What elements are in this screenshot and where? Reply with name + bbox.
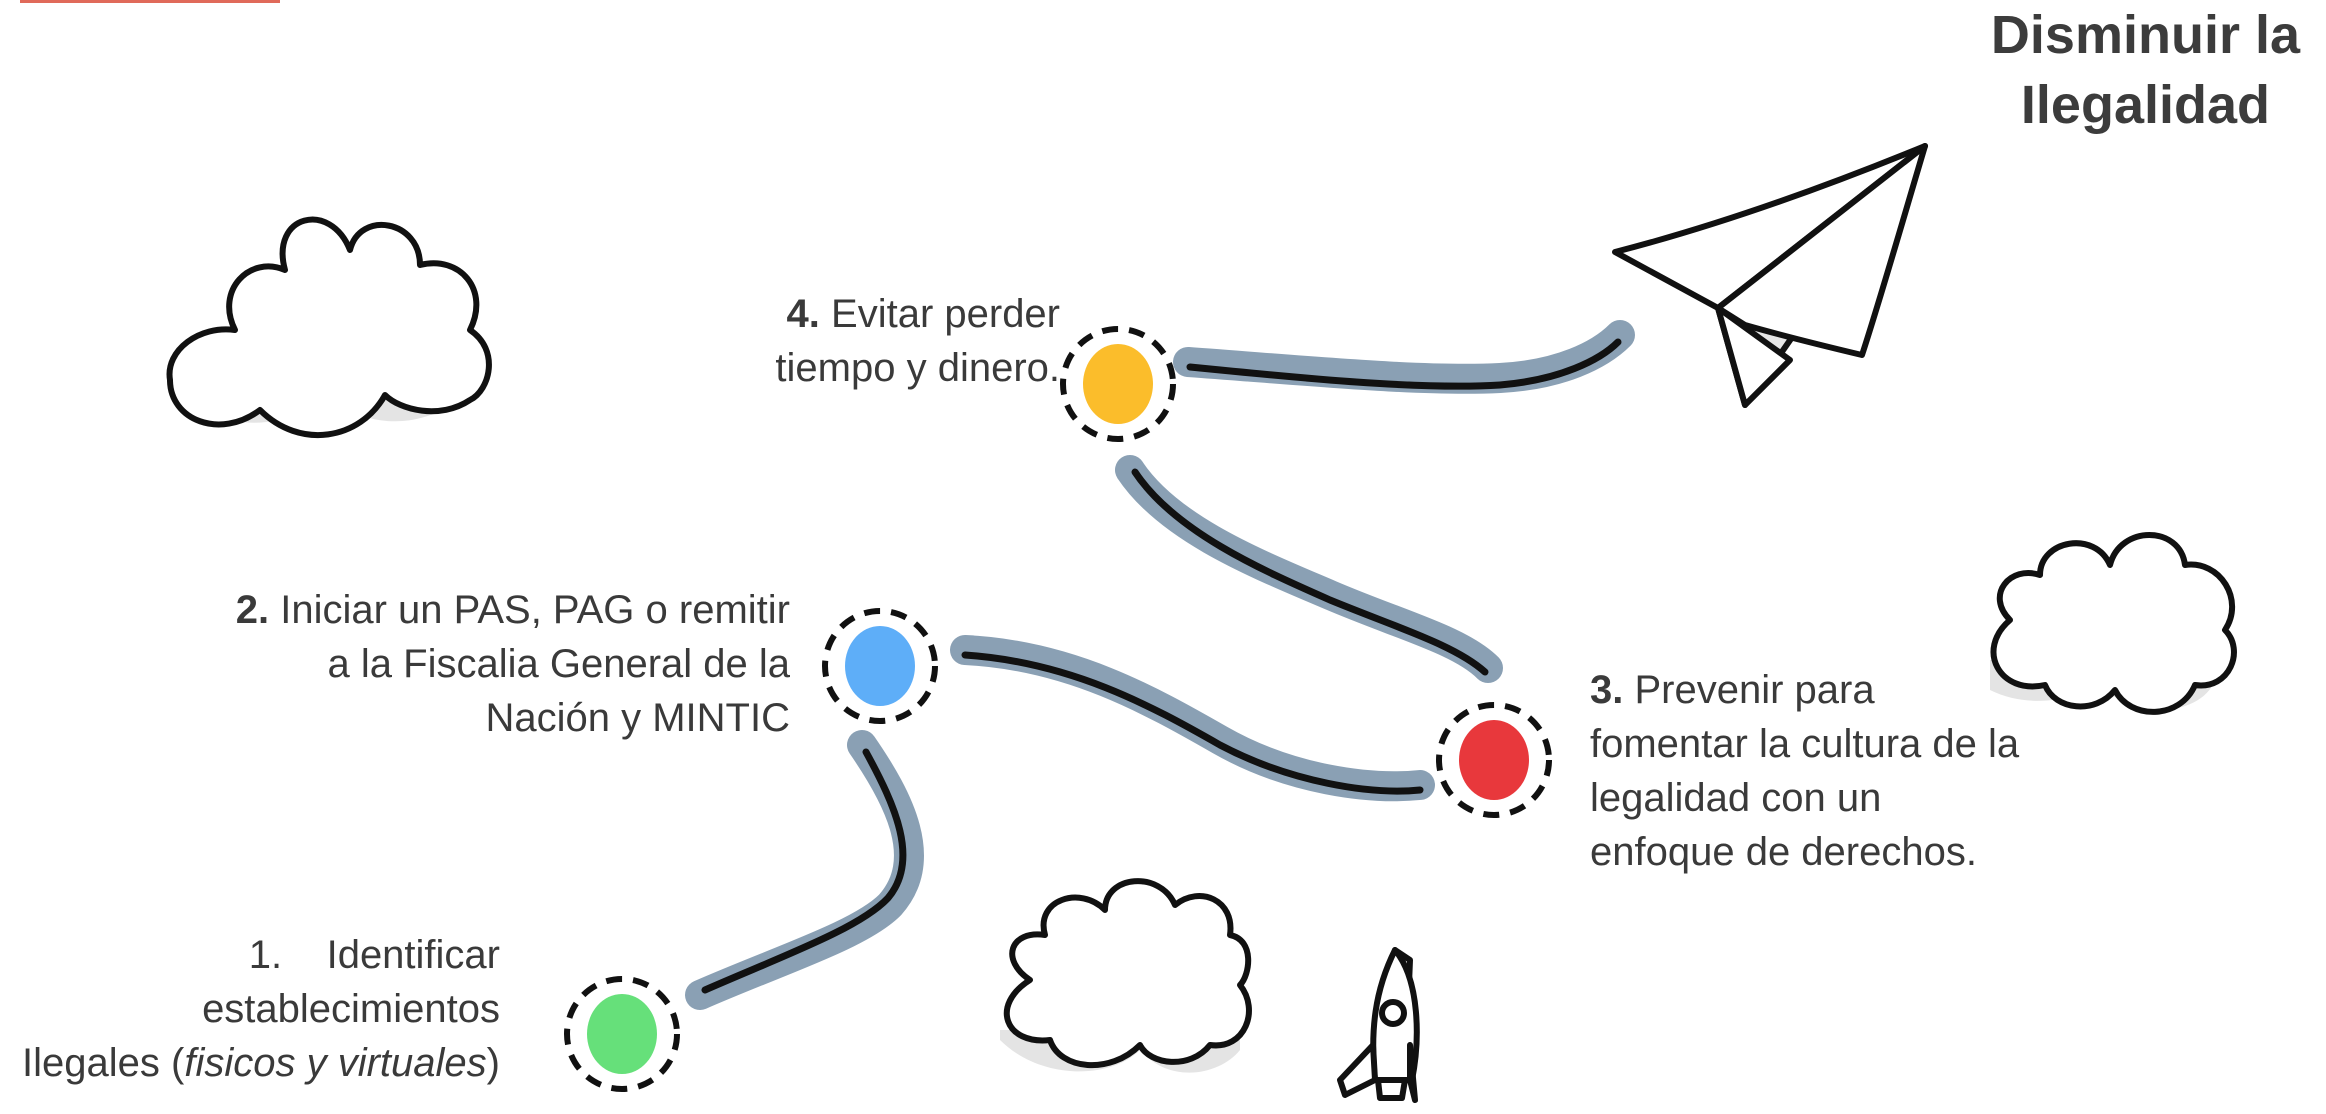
step-1-line-3: Ilegales ( — [22, 1041, 185, 1085]
path-3-to-4 — [1115, 455, 1503, 683]
path-4-to-plane — [1173, 320, 1635, 394]
step-2-line-1: Iniciar un PAS, PAG o remitir — [280, 588, 790, 632]
step-2-number: 2. — [235, 588, 270, 632]
diagram-title: Disminuir la Ilegalidad — [1991, 0, 2300, 140]
step-1-line-1: Identificar — [326, 933, 500, 977]
cloud-icon — [1990, 532, 2237, 715]
step-2-line-2: a la Fiscalia General de la — [327, 642, 790, 686]
step-4-line-2: tiempo y dinero. — [775, 346, 1060, 390]
paper-plane-icon — [1612, 143, 1928, 408]
top-accent-bar — [20, 0, 280, 3]
step-2-label: 2. Iniciar un PAS, PAG o remitir a la Fi… — [150, 583, 790, 745]
path-1-to-2 — [685, 730, 924, 1010]
step-2-line-3: Nación y MINTIC — [485, 696, 791, 740]
step-3-line-4: enfoque de derechos. — [1590, 830, 1977, 874]
step-4-label: 4. Evitar perder tiempo y dinero. — [700, 287, 1060, 395]
title-line-1: Disminuir la — [1990, 5, 2300, 65]
step-3-label: 3. Prevenir para fomentar la cultura de … — [1590, 663, 2090, 879]
cloud-icon — [1000, 878, 1252, 1073]
step-4-number: 4. — [786, 292, 820, 336]
step-4-line-1: Evitar perder — [831, 292, 1060, 336]
title-line-2: Ilegalidad — [2020, 75, 2270, 135]
rocket-icon — [1337, 947, 1420, 1103]
step-3-number: 3. — [1590, 668, 1624, 712]
step-3-line-3: legalidad con un — [1590, 776, 1882, 820]
node-step-2 — [822, 608, 938, 724]
cloud-icon — [166, 216, 492, 438]
step-1-number: 1. — [248, 933, 283, 977]
step-1-label: 1. Identificar establecimientos Ilegales… — [0, 928, 500, 1090]
node-step-3 — [1436, 702, 1552, 818]
node-step-1 — [564, 976, 680, 1092]
node-step-4 — [1060, 326, 1176, 442]
step-1-italic: fisicos y virtuales — [184, 1041, 487, 1085]
step-1-line-2: establecimientos — [202, 987, 500, 1031]
step-3-line-2: fomentar la cultura de la — [1590, 722, 2020, 766]
step-1-tail: ) — [486, 1041, 500, 1085]
path-2-to-3 — [950, 635, 1435, 802]
step-3-line-1: Prevenir para — [1634, 668, 1875, 712]
